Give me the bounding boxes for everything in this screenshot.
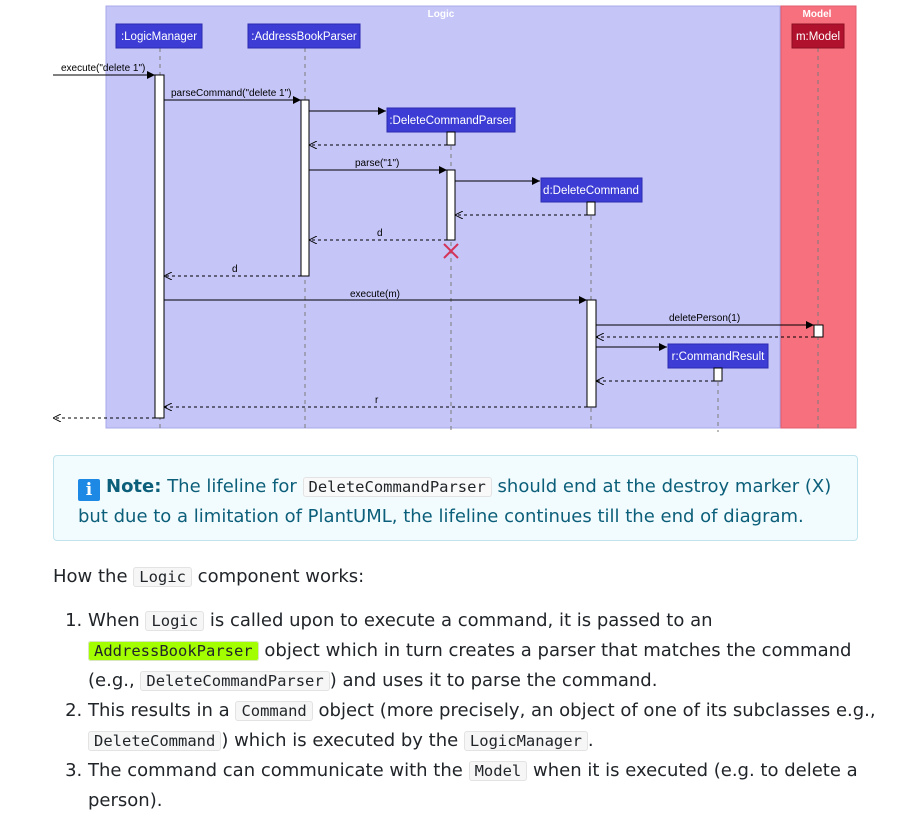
participant-address-book-parser [247,23,361,49]
step-text: This results in a [88,700,230,721]
intro-text-2: component works: [197,566,365,587]
participant-logic-manager [115,23,203,49]
list-item: The command can communicate with the Mod… [88,756,888,815]
list-item: This results in a Command object (more p… [88,696,888,756]
step-text: is called upon to execute a command, it … [209,610,713,631]
msg-execute-m-label: execute(m) [350,289,400,300]
participant-address-book-parser-label: :AddressBookParser [251,31,357,43]
participant-delete-command-parser-label: :DeleteCommandParser [389,115,513,127]
msg-delete-person-label: deletePerson(1) [669,313,740,324]
activation-delete-command-2 [586,299,597,408]
participant-delete-command-parser [386,107,516,133]
participant-logic-manager-label: :LogicManager [121,31,197,43]
step-text: . [587,730,594,751]
step-code: LogicManager [463,731,588,751]
activation-delete-command-parser-2 [446,169,456,241]
participant-model-label: m:Model [796,31,840,43]
note-text-2: should end at the destroy marker (X) but… [78,476,832,527]
info-icon: i [78,479,100,501]
step-code: Logic [145,611,205,631]
msg-parse-label: parse("1") [355,158,399,169]
msg-return-d-2-label: d [232,264,238,275]
step-code: Command [235,701,313,721]
activation-model [813,324,824,338]
sequence-diagram: Logic Model :LogicManager :AddressBookPa… [53,5,857,432]
participant-delete-command-label: d:DeleteCommand [543,185,639,197]
msg-parse-command-label: parseCommand("delete 1") [171,88,292,99]
activation-command-result [713,367,723,382]
intro-code-logic: Logic [133,567,192,587]
step-code: DeleteCommand [88,731,222,751]
activation-delete-command-1 [586,201,596,216]
intro-paragraph: How the Logic component works: [53,562,364,592]
step-text: ) which is executed by the [221,730,459,751]
step-text: The command can communicate with the [88,760,463,781]
step-code: Model [468,761,528,781]
participant-command-result [667,343,769,369]
msg-return-r-label: r [375,395,379,406]
step-text: ) and uses it to parse the command. [329,670,658,691]
note-text-1: The lifeline for [167,476,297,497]
note-code-delete-command-parser: DeleteCommandParser [302,477,492,497]
list-item: When Logic is called upon to execute a c… [88,606,888,696]
step-text: When [88,610,140,631]
step-text: object (more precisely, an object of one… [318,700,876,721]
note-callout: i Note: The lifeline for DeleteCommandPar… [53,455,858,541]
step-code: DeleteCommandParser [140,671,330,691]
activation-address-book-parser [300,99,310,277]
activation-delete-command-parser-1 [446,131,456,146]
activation-logic-manager [154,74,165,419]
destroy-marker [443,243,459,259]
step-text: object which in turn creates a parser th… [88,640,852,691]
note-label: Note: [106,476,162,497]
step-code-highlighted: AddressBookParser [88,641,259,661]
participant-delete-command [540,177,643,203]
msg-return-d-1-label: d [377,228,383,239]
logic-frame-title: Logic [428,9,455,20]
model-frame-title: Model [803,9,832,20]
steps-list: When Logic is called upon to execute a c… [53,606,888,815]
intro-text-1: How the [53,566,128,587]
msg-execute-delete-label: execute("delete 1") [61,63,145,74]
participant-model [791,23,845,49]
participant-command-result-label: r:CommandResult [672,351,765,363]
